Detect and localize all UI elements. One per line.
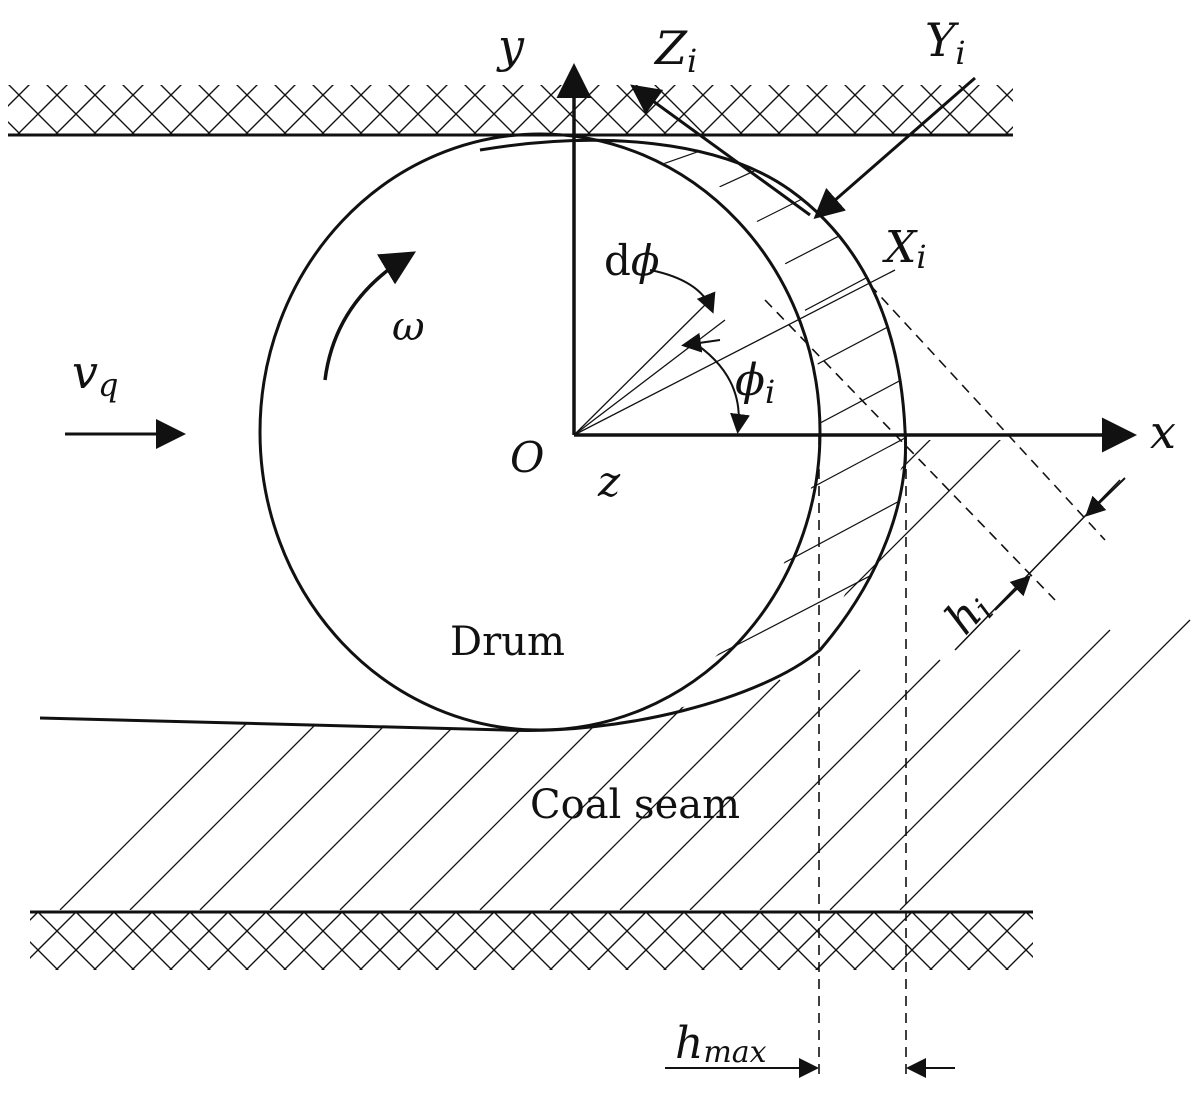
- coal-seam-label: Coal seam: [530, 782, 740, 828]
- phi-i-label: ϕi: [735, 355, 775, 411]
- omega-rotation-arrow: [323, 251, 417, 381]
- v-q-label: vq: [72, 345, 118, 404]
- h-max-label: hmax: [675, 1018, 767, 1070]
- x-axis-label: x: [1150, 405, 1176, 459]
- cutting-profile-outer: [479, 138, 908, 732]
- z-i-label: Zi: [653, 21, 697, 80]
- z-i-force-arrow: [630, 84, 811, 217]
- radial-line-1: [573, 299, 711, 436]
- h-i-arrow-top: [1085, 477, 1126, 517]
- x-i-label: Xi: [882, 222, 927, 276]
- d-phi-label: dϕ: [604, 236, 660, 285]
- radial-line-2: [573, 319, 726, 436]
- radial-line-3: [573, 269, 896, 436]
- d-phi-arc: [649, 269, 716, 314]
- y-i-force-arrow: [813, 76, 976, 219]
- drum-label: Drum: [450, 619, 565, 665]
- h-i-dashed-line-2: [869, 284, 1106, 541]
- origin-label: O: [510, 433, 544, 482]
- h-i-dashed-line-1: [764, 299, 1056, 601]
- h-i-label: hi: [935, 581, 1001, 646]
- floor-rock-band: [30, 912, 1033, 970]
- omega-label: ω: [392, 304, 425, 350]
- cut-surface-line: [39, 716, 506, 732]
- y-i-label: Yi: [925, 13, 966, 72]
- phi-i-arc-start: [681, 332, 721, 353]
- roof-rock-band: [8, 85, 1013, 135]
- y-axis-label: y: [496, 19, 525, 73]
- chip-region-hatching: [559, 140, 906, 691]
- h-i-arrow-bottom: [994, 575, 1031, 611]
- z-axis-label: z: [597, 457, 621, 506]
